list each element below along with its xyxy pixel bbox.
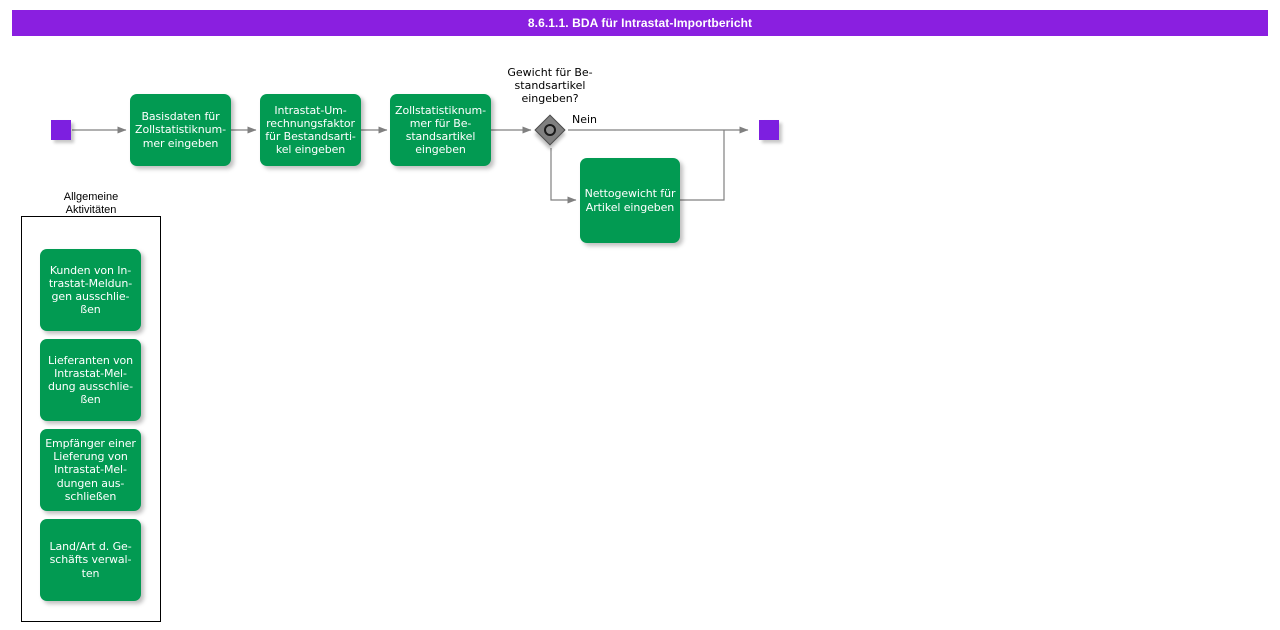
page-title: 8.6.1.1. BDA für Intrastat-Importbericht — [527, 16, 753, 30]
activity-empfaenger-ausschliessen[interactable]: Empfänger einer Lieferung von Intrastat-… — [40, 429, 141, 511]
group-container-allgemeine-aktivitaeten — [21, 216, 161, 622]
activity-intrastat-umrechnungsfaktor[interactable]: Intrastat-Um- rechnungsfaktor für Bestan… — [260, 94, 361, 166]
end-event-node[interactable] — [759, 120, 779, 140]
activity-nettogewicht-artikel[interactable]: Nettogewicht für Artikel eingeben — [580, 158, 680, 243]
activity-lieferanten-ausschliessen[interactable]: Lieferanten von Intrastat-Mel- dung auss… — [40, 339, 141, 421]
window-title-bar: 8.6.1.1. BDA für Intrastat-Importbericht — [12, 10, 1268, 36]
group-title-allgemeine-aktivitaeten: Allgemeine Aktivitäten — [63, 191, 119, 216]
activity-label: Lieferanten von Intrastat-Mel- dung auss… — [47, 353, 134, 407]
connector-gateway-to-act4 — [550, 148, 577, 204]
gateway-inclusive-or-icon — [544, 124, 556, 136]
gateway-gewicht-eingeben[interactable] — [534, 114, 566, 146]
activity-zollstatistiknummer-bestandsartikel[interactable]: Zollstatistiknum- mer für Be- standsarti… — [390, 94, 491, 166]
branch-label-nein: Nein — [572, 113, 598, 126]
activity-label: Kunden von In- trastat-Meldun- gen aussc… — [48, 263, 133, 317]
connector-act4-to-end — [680, 130, 725, 201]
activity-label: Intrastat-Um- rechnungsfaktor für Bestan… — [265, 103, 356, 157]
activity-label: Zollstatistiknum- mer für Be- standsarti… — [395, 103, 486, 157]
activity-land-art-geschaefts-verwalten[interactable]: Land/Art d. Ge- schäfts verwal- ten — [40, 519, 141, 601]
activity-basisdaten-zollstatistiknummer[interactable]: Basisdaten für Zollstatistiknum- mer ein… — [130, 94, 231, 166]
gateway-question-label: Gewicht für Be- standsartikel eingeben? — [507, 66, 593, 105]
activity-label: Empfänger einer Lieferung von Intrastat-… — [45, 436, 136, 503]
activity-label: Land/Art d. Ge- schäfts verwal- ten — [49, 540, 132, 580]
start-event-node[interactable] — [51, 120, 71, 140]
activity-label: Basisdaten für Zollstatistiknum- mer ein… — [135, 110, 226, 150]
activity-kunden-ausschliessen[interactable]: Kunden von In- trastat-Meldun- gen aussc… — [40, 249, 141, 331]
activity-label: Nettogewicht für Artikel eingeben — [584, 187, 676, 214]
